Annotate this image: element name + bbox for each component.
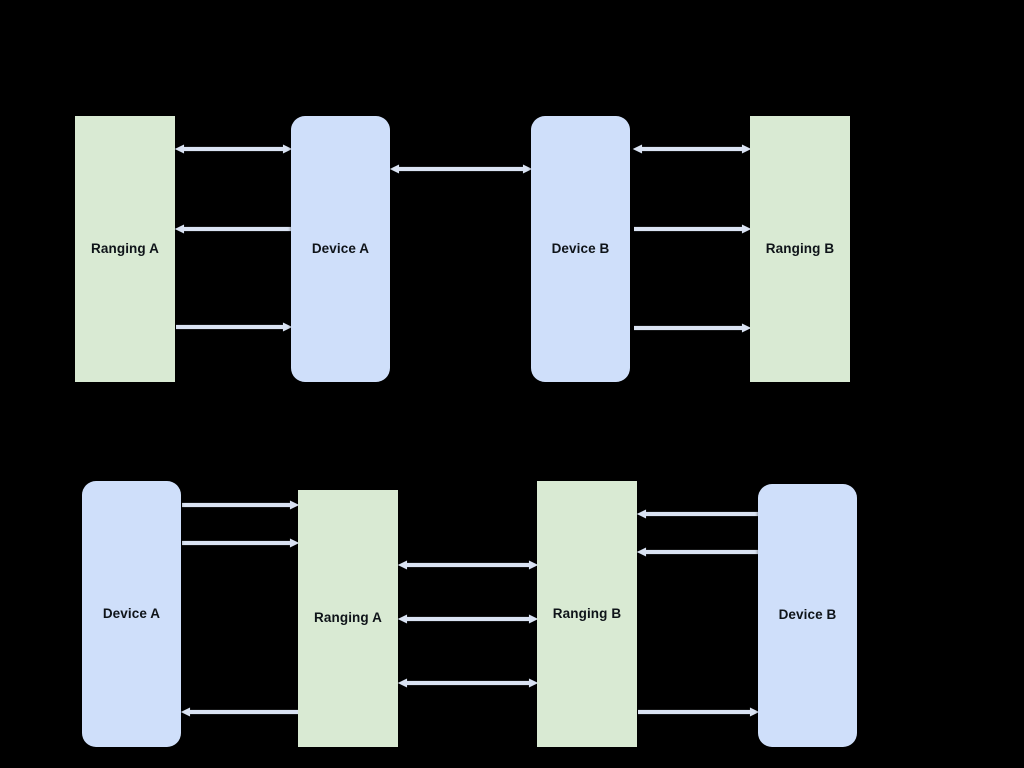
node-label: Device B — [551, 240, 610, 256]
edge-arrow-both — [397, 676, 539, 690]
node-bot-ranging-a[interactable]: Ranging A — [298, 490, 398, 747]
edge-arrow-both — [397, 612, 539, 626]
node-bot-device-a[interactable]: Device A — [82, 481, 181, 747]
node-label: Ranging A — [314, 610, 382, 626]
node-top-ranging-a[interactable]: Ranging A — [75, 116, 175, 382]
edge-arrow-right — [182, 536, 300, 550]
edge-arrow-both — [397, 558, 539, 572]
node-label: Ranging B — [552, 605, 622, 621]
node-label: Device A — [311, 240, 370, 256]
edge-arrow-left — [636, 545, 758, 559]
node-top-device-b[interactable]: Device B — [531, 116, 630, 382]
node-label: Ranging B — [765, 240, 835, 256]
edge-arrow-right — [182, 498, 300, 512]
node-label: Device A — [102, 605, 161, 621]
node-bot-device-b[interactable]: Device B — [758, 484, 857, 747]
edge-arrow-left — [636, 507, 758, 521]
node-bot-ranging-b[interactable]: Ranging B — [537, 481, 637, 747]
node-top-ranging-b[interactable]: Ranging B — [750, 116, 850, 382]
node-label: Ranging A — [91, 240, 159, 256]
node-label: Device B — [778, 607, 837, 623]
edge-arrow-left — [180, 705, 298, 719]
node-top-device-a[interactable]: Device A — [291, 116, 390, 382]
edge-arrow-right — [638, 705, 760, 719]
